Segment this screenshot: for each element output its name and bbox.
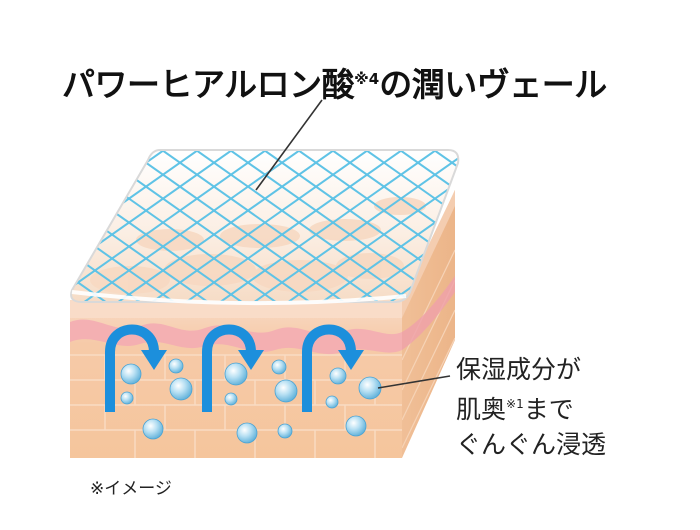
absorption-arrows [105,324,364,412]
bubble-icon [277,423,293,439]
veil-grid-line [79,150,301,302]
veil-grid-line [399,150,459,302]
arc-arrow-icon [202,324,264,412]
penetration-callout: 保湿成分が 肌奥※1まで ぐんぐん浸透 [456,352,606,462]
veil-grid-line [215,150,437,302]
bubble-icon [358,376,382,400]
bubble-icon [274,379,298,403]
veil-grid-line [468,150,688,305]
pink-dermis-layer-side [402,276,455,350]
veil-grid-line [283,150,459,302]
callout-line-2-text: 肌奥 [456,395,507,424]
heading-leader-line [255,99,323,191]
heading-suffix: の潤いヴェール [379,65,607,104]
callout-footnote-mark: ※1 [506,397,524,411]
bubble-icon [168,358,184,374]
arc-arrow-icon [105,324,167,412]
bubble-icon [345,415,367,437]
heading-main: パワーヒアルロン酸 [62,65,355,104]
veil-grid-line [71,150,145,302]
veil-grid-line [0,150,28,305]
veil-grid-line [351,150,459,302]
veil-grid-line [181,150,403,302]
veil-grid-line [113,150,335,302]
veil-grid-line [0,150,42,305]
veil-grid-line [0,150,8,305]
callout-line-3: ぐんぐん浸透 [456,430,607,459]
bubble-icon [224,362,248,386]
bubble-icon [120,363,142,385]
veil-grid-line [71,150,267,302]
moisture-bubbles [120,358,382,444]
bubble-icon [271,359,287,375]
page-title: パワーヒアルロン酸※4の潤いヴェール [62,58,607,106]
veil-grid-line [71,150,179,302]
veil-grid-line [71,150,247,302]
veil-grid-line [297,150,459,302]
veil-edge-highlight [71,290,407,306]
bubble-icon [329,367,347,385]
veil-grid-line [488,150,700,305]
heading-footnote-mark: ※4 [354,70,380,88]
skin-top-band-side [402,190,455,318]
pink-dermis-layer [70,319,402,355]
image-disclaimer: ※イメージ [90,479,172,499]
veil-grid-line [161,150,383,302]
callout-line-2: 肌奥※1まで [456,387,606,427]
veil-grid-line [71,150,233,302]
arc-arrow-icon [302,324,364,412]
veil-outline [70,149,460,303]
veil-grid-line [453,150,459,302]
bubble-icon [142,418,164,440]
veil-grid-line [433,150,459,302]
veil-grid-line [71,150,77,302]
callout-leader-line [377,375,451,389]
veil-grid-line [0,150,62,305]
veil-grid-line [127,150,349,302]
veil-grid-line [147,150,369,302]
veil-grid-line [365,150,459,302]
callout-line-2-suffix: まで [523,395,574,424]
bubble-icon [224,392,238,406]
veil-grid-line [195,150,417,302]
veil-grid-line [317,150,459,302]
bubble-icon [325,395,339,409]
bubble-icon [236,422,258,444]
skin-top-band [70,300,402,318]
bubble-icon [120,391,134,405]
callout-line-1: 保湿成分が [456,355,582,384]
veil-grid-line [249,150,459,302]
bubble-icon [169,377,193,401]
